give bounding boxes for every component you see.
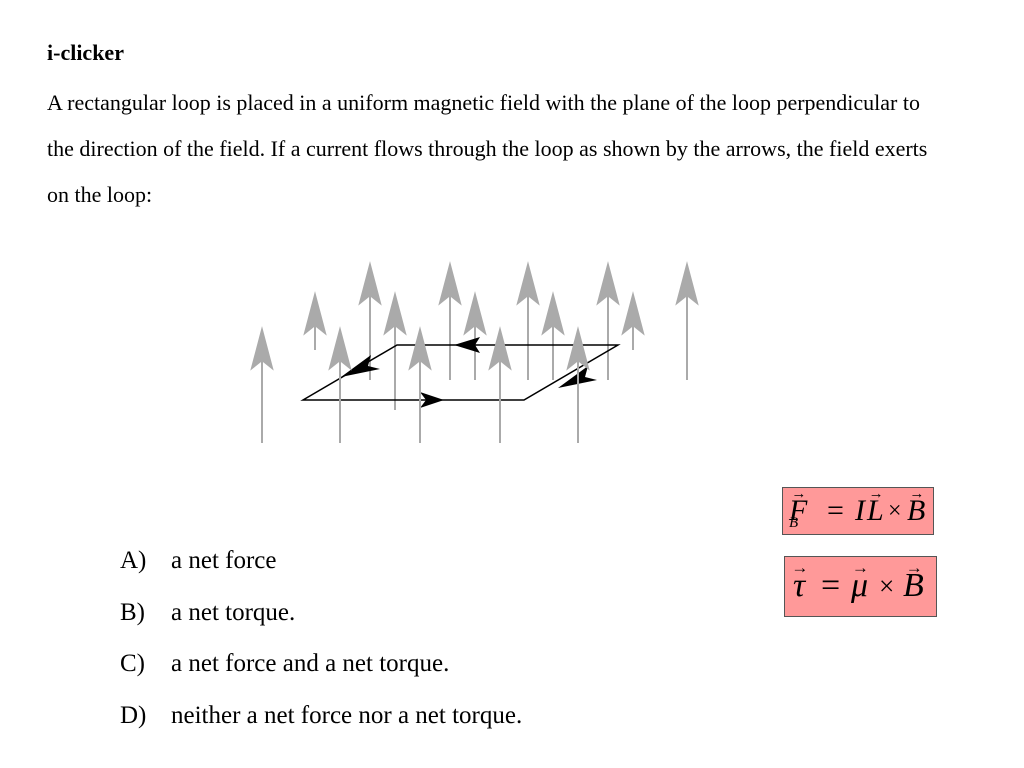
field-arrow: [541, 291, 565, 380]
option-a[interactable]: A) a net force: [120, 535, 522, 587]
field-arrow: [303, 291, 327, 350]
option-text: a net force: [171, 547, 277, 574]
field-arrow: [463, 291, 487, 380]
option-text: neither a net force nor a net torque.: [171, 701, 523, 729]
option-text: a net force and a net torque.: [171, 650, 450, 677]
equals-sign: =: [821, 567, 841, 604]
field-arrow: [566, 326, 590, 443]
field-arrow: [358, 261, 382, 380]
magnetic-field-loop-diagram: [250, 261, 699, 443]
field-arrow: [621, 291, 645, 350]
answer-options: A) a net force B) a net torque. C) a net fo…: [120, 535, 522, 741]
option-letter: D): [120, 701, 147, 729]
equals-sign: =: [827, 494, 844, 527]
cross-sign: ×: [888, 498, 902, 524]
current-arrow-front: [420, 392, 444, 408]
option-c[interactable]: C) a net force and a net torque.: [120, 638, 522, 690]
length-symbol: L: [867, 494, 884, 528]
field-arrow: [488, 326, 512, 443]
option-text: a net torque.: [171, 598, 296, 626]
question-text: A rectangular loop is placed in a unifor…: [47, 90, 928, 207]
field-arrow: [250, 326, 274, 443]
field-arrow: [383, 291, 407, 410]
field-symbol: B: [903, 567, 924, 605]
current-arrow-left: [341, 355, 380, 377]
force-symbol: F: [789, 494, 807, 528]
field-arrow: [328, 326, 352, 443]
option-letter: A): [120, 547, 147, 574]
current-arrows: [341, 337, 597, 408]
cross-sign: ×: [879, 571, 895, 601]
option-b[interactable]: B) a net torque.: [120, 587, 522, 639]
torque-symbol: τ: [793, 567, 805, 605]
current-arrow-back: [454, 337, 480, 353]
force-formula-box: FB = I L × B: [782, 487, 934, 535]
field-symbol: B: [907, 494, 925, 528]
option-letter: B): [120, 598, 145, 626]
field-arrow: [438, 261, 462, 380]
torque-formula-box: τ = μ × B: [784, 556, 937, 617]
option-d[interactable]: D) neither a net force nor a net torque.: [120, 690, 522, 742]
field-arrow: [516, 261, 540, 380]
field-arrow: [675, 261, 699, 380]
slide-title: i-clicker: [47, 40, 124, 65]
field-arrow: [408, 326, 432, 443]
moment-symbol: μ: [851, 567, 868, 605]
field-arrow: [596, 261, 620, 380]
current-symbol: I: [855, 494, 865, 527]
option-letter: C): [120, 650, 145, 677]
